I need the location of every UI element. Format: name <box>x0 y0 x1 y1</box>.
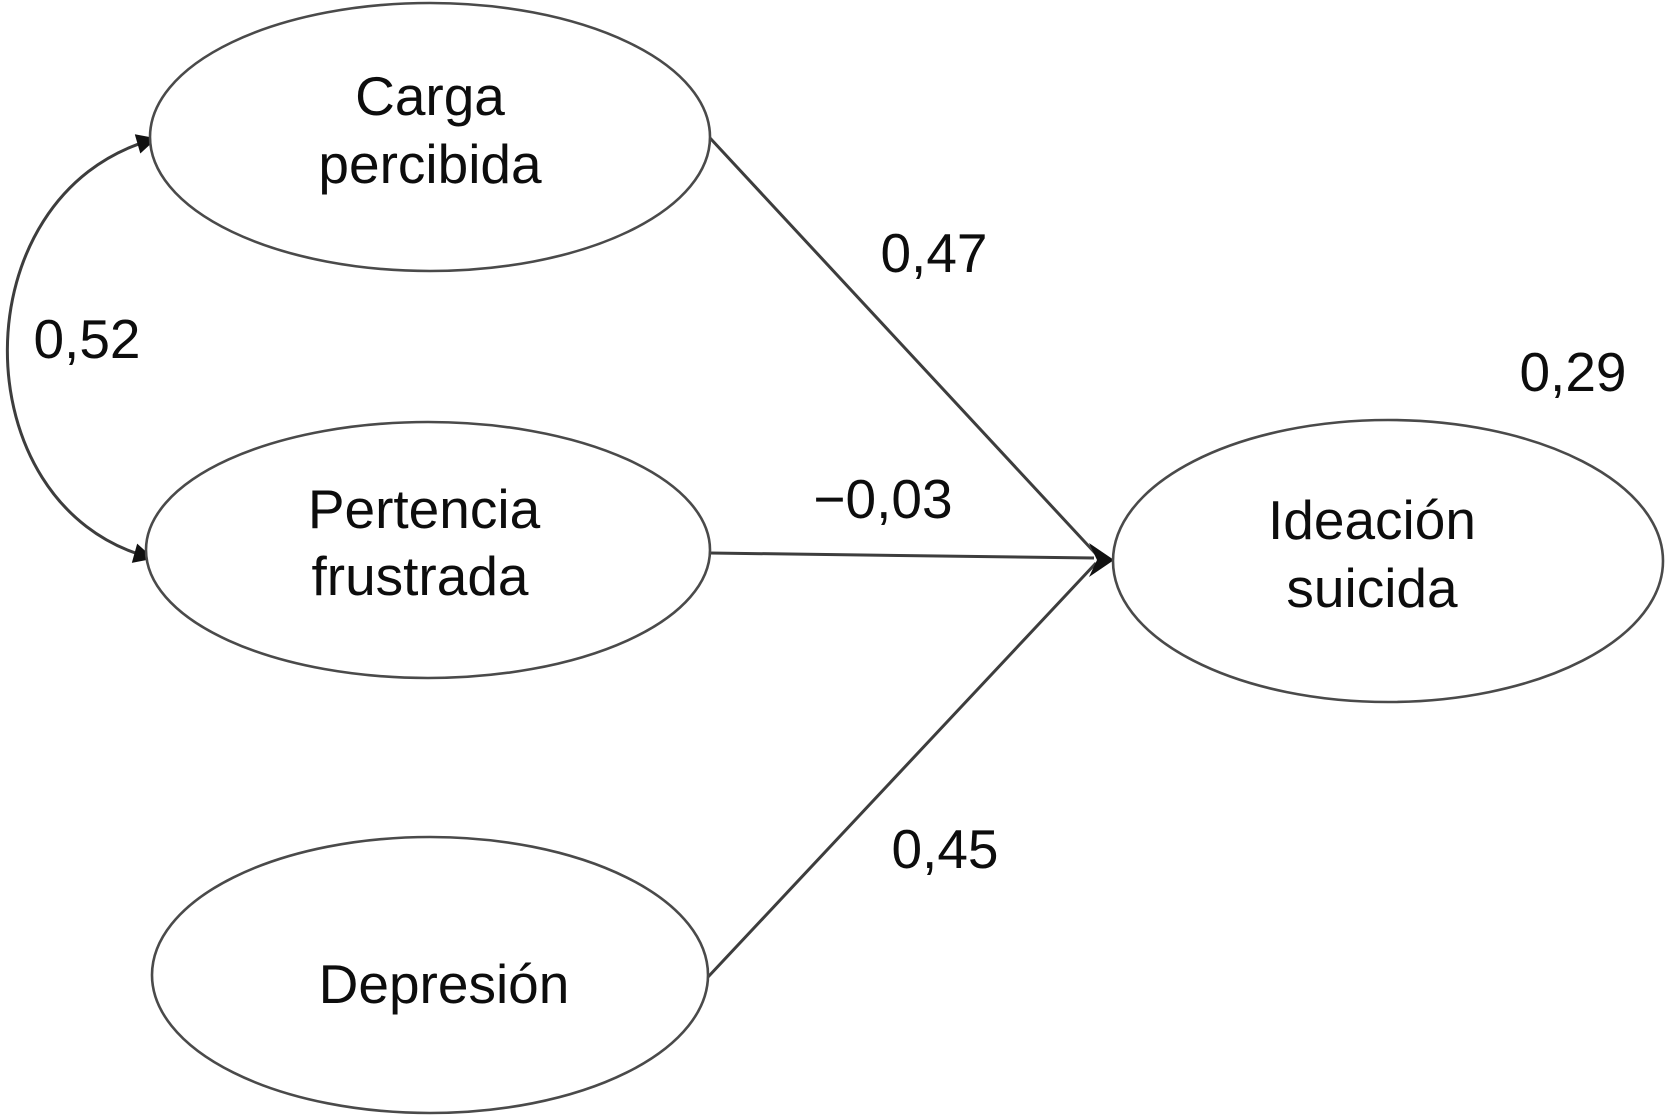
coefficient-pertencia-to-ideacion: −0,03 <box>813 468 952 530</box>
coefficient-carga-to-ideacion: 0,47 <box>880 222 987 284</box>
node-carga-percibida: Carga percibida <box>148 1 712 273</box>
path-line-carga-to-ideacion <box>708 136 1098 556</box>
coefficient-depresion-to-ideacion: 0,45 <box>891 818 998 880</box>
node-pertencia-frustrada-label-line1: Pertencia <box>308 478 541 540</box>
coefficient-variance-ideacion: 0,29 <box>1519 341 1626 403</box>
path-line-pertencia-to-ideacion <box>709 551 1095 560</box>
coefficient-covariance-carga-pertencia: 0,52 <box>33 308 140 370</box>
path-line-depresion-to-ideacion <box>706 561 1098 979</box>
node-ideacion-suicida: Ideación suicida <box>1111 418 1665 704</box>
covariance-arrow-carga-pertencia <box>6 134 157 563</box>
node-pertencia-frustrada-label-line2: frustrada <box>311 545 528 607</box>
node-ideacion-suicida-ellipse <box>1111 418 1665 704</box>
node-pertencia-frustrada: Pertencia frustrada <box>144 420 712 680</box>
node-ideacion-suicida-label-line1: Ideación <box>1268 489 1476 551</box>
node-depresion-label: Depresión <box>319 953 570 1015</box>
node-carga-percibida-label-line2: percibida <box>318 133 542 195</box>
node-ideacion-suicida-label-line2: suicida <box>1286 557 1458 619</box>
convergence-arrowhead-icon <box>1089 543 1114 577</box>
node-pertencia-frustrada-ellipse <box>144 420 712 680</box>
node-depresion: Depresión <box>150 835 710 1115</box>
node-carga-percibida-label-line1: Carga <box>355 65 505 127</box>
node-carga-percibida-ellipse <box>148 1 712 273</box>
node-depresion-ellipse <box>150 835 710 1115</box>
